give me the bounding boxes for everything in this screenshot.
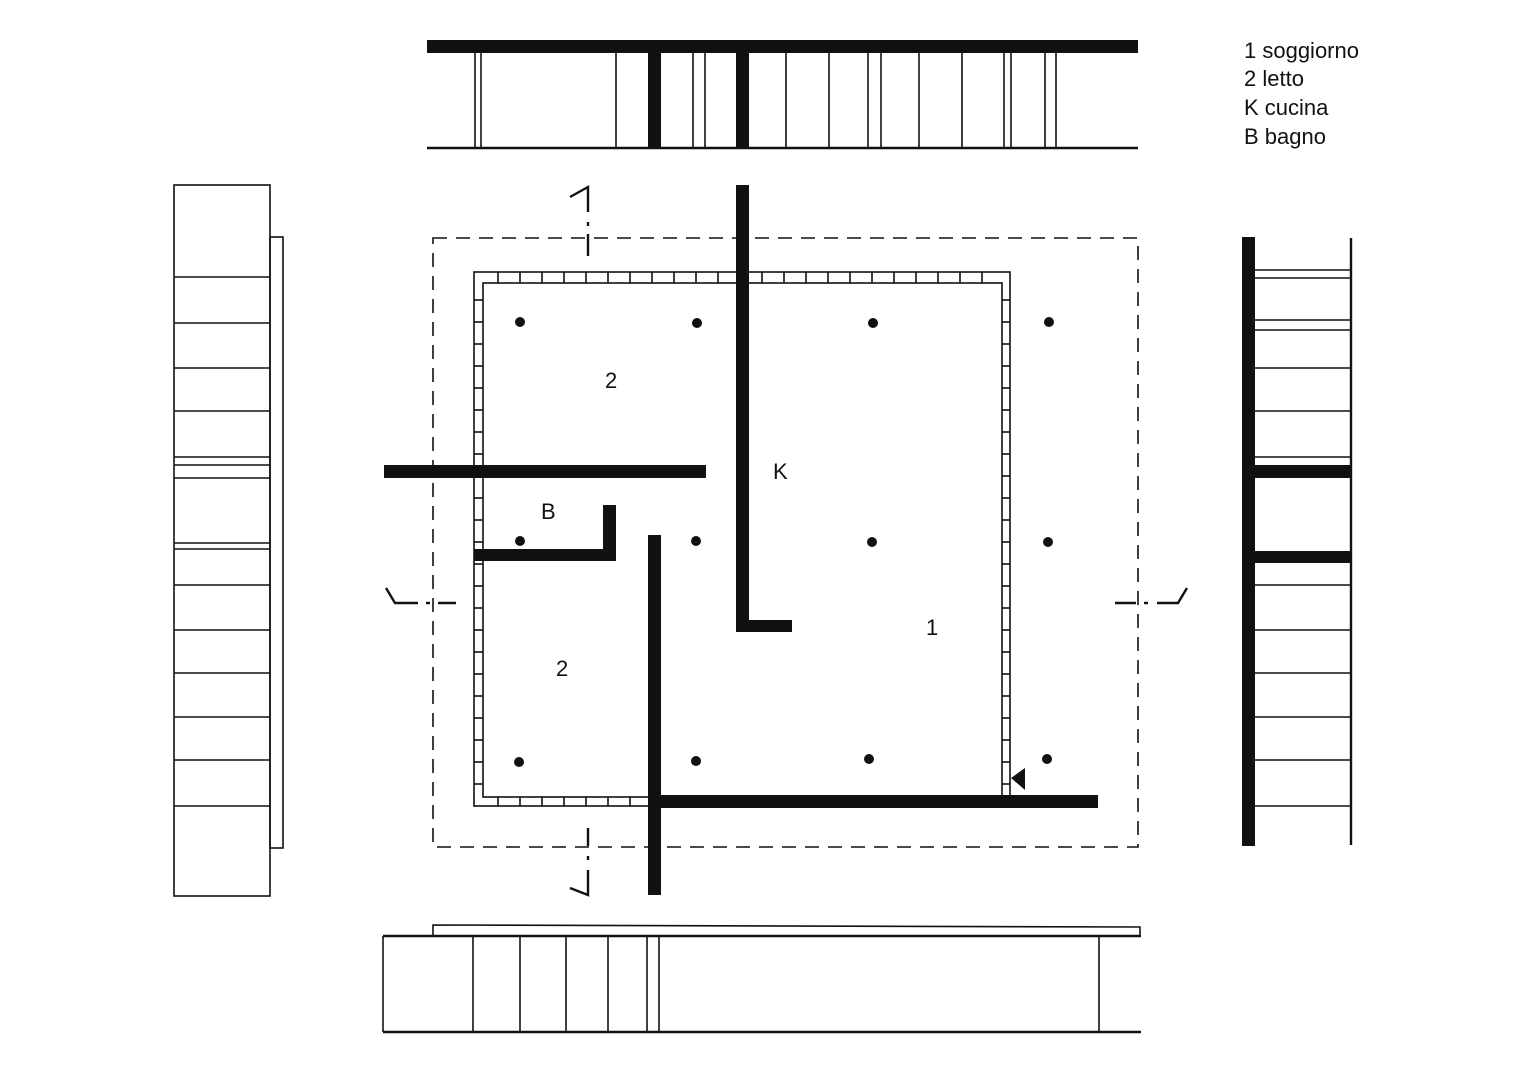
legend: 1 soggiorno 2 letto K cucina B bagno — [1244, 38, 1359, 149]
column — [1042, 754, 1052, 764]
roof-slab — [1242, 237, 1255, 846]
entrance-arrow-icon — [1011, 768, 1025, 790]
plan: 2 K B 2 1 — [384, 184, 1189, 897]
column — [691, 536, 701, 546]
elevation-right — [1242, 237, 1353, 846]
elevation-body — [173, 184, 271, 897]
column — [691, 756, 701, 766]
roof-outline-dashed — [432, 237, 1139, 848]
wall-section — [1255, 465, 1351, 478]
roof-slab — [269, 236, 284, 849]
legend-item-bedroom: 2 letto — [1244, 66, 1304, 91]
room-label-bedroom: 2 — [556, 656, 568, 681]
living-wall — [648, 795, 1098, 808]
room-label-living: 1 — [926, 615, 938, 640]
bathroom-wall-return — [603, 505, 616, 561]
room-label-bathroom: B — [541, 499, 556, 524]
section-marker-bottom — [569, 870, 590, 897]
wall-section — [648, 53, 661, 148]
legend-item-bathroom: B bagno — [1244, 124, 1326, 149]
columns — [514, 317, 1054, 767]
kitchen-wall — [736, 185, 749, 632]
roof-slab — [427, 40, 1138, 53]
section-marker-left — [384, 587, 418, 605]
column — [515, 317, 525, 327]
column — [515, 536, 525, 546]
column — [868, 318, 878, 328]
elevation-top — [427, 40, 1138, 150]
column — [514, 757, 524, 767]
elevation-bottom — [382, 924, 1141, 1034]
mullions — [474, 53, 1057, 148]
wall-section — [736, 53, 749, 148]
mullions — [1255, 269, 1351, 807]
column — [1044, 317, 1054, 327]
elevation-left — [173, 184, 284, 897]
legend-item-kitchen: K cucina — [1244, 95, 1329, 120]
column — [867, 537, 877, 547]
room-label-kitchen: K — [773, 459, 788, 484]
mullions — [174, 276, 270, 807]
mullions — [472, 936, 1100, 1032]
wall-section — [1255, 551, 1351, 563]
column — [692, 318, 702, 328]
bedroom-wall-vertical — [648, 535, 661, 895]
column — [1043, 537, 1053, 547]
section-markers — [384, 184, 1189, 897]
room-label-bedroom: 2 — [605, 368, 617, 393]
kitchen-wall-return — [736, 620, 792, 632]
section-marker-right — [1157, 587, 1189, 605]
bathroom-wall — [474, 549, 616, 561]
bedroom-wall — [384, 465, 706, 478]
legend-item-living: 1 soggiorno — [1244, 38, 1359, 63]
roof-slab — [432, 924, 1141, 936]
section-marker-top — [569, 184, 590, 212]
column — [864, 754, 874, 764]
